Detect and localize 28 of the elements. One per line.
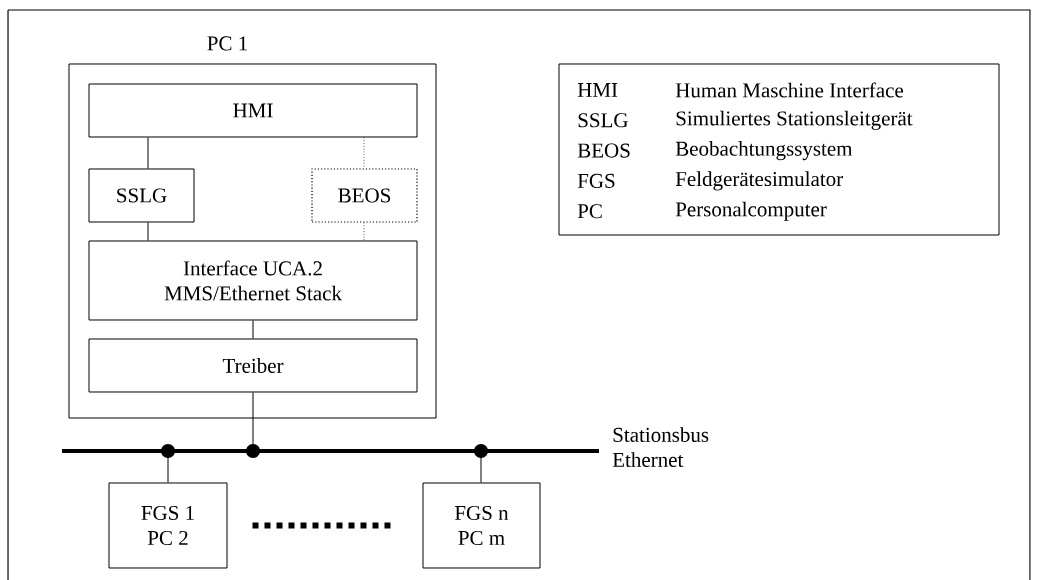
abbreviation: SSLG — [578, 113, 628, 128]
definition: Human Maschine Interface — [675, 82, 904, 98]
ellipsis-line — [252, 522, 392, 529]
connector-line — [161, 444, 175, 483]
connector-line — [252, 320, 254, 339]
definition: Personalcomputer — [675, 201, 827, 221]
connector-line — [363, 137, 365, 169]
connector-line — [246, 392, 260, 458]
layer-box: HMI — [88, 83, 418, 138]
connector-line — [363, 222, 365, 241]
abbreviation: PC — [577, 204, 602, 219]
connector-line — [474, 444, 488, 483]
device-box: FGS n PC m — [422, 482, 541, 569]
bus-label: Stationsbus Ethernet — [612, 427, 709, 467]
abbreviation: BEOS — [577, 143, 630, 158]
device-box: FGS 1 PC 2 — [108, 482, 228, 569]
layer-box: Interface UCA.2 MMS/Ethernet Stack — [88, 240, 418, 321]
module-box: SSLG — [88, 168, 195, 223]
connector-line — [147, 222, 149, 241]
definition: Feldgerätesimulator — [675, 171, 843, 191]
abbreviation: FGS — [577, 173, 615, 188]
abbreviation: HMI — [577, 83, 618, 97]
definition: Beobachtungssystem — [675, 141, 853, 161]
connector-line — [147, 137, 149, 169]
module-box: BEOS — [311, 168, 418, 223]
box-heading: PC 1 — [207, 36, 247, 51]
definition: Simuliertes Stationsleitgerät — [676, 110, 913, 130]
layer-box: Treiber — [88, 338, 418, 393]
